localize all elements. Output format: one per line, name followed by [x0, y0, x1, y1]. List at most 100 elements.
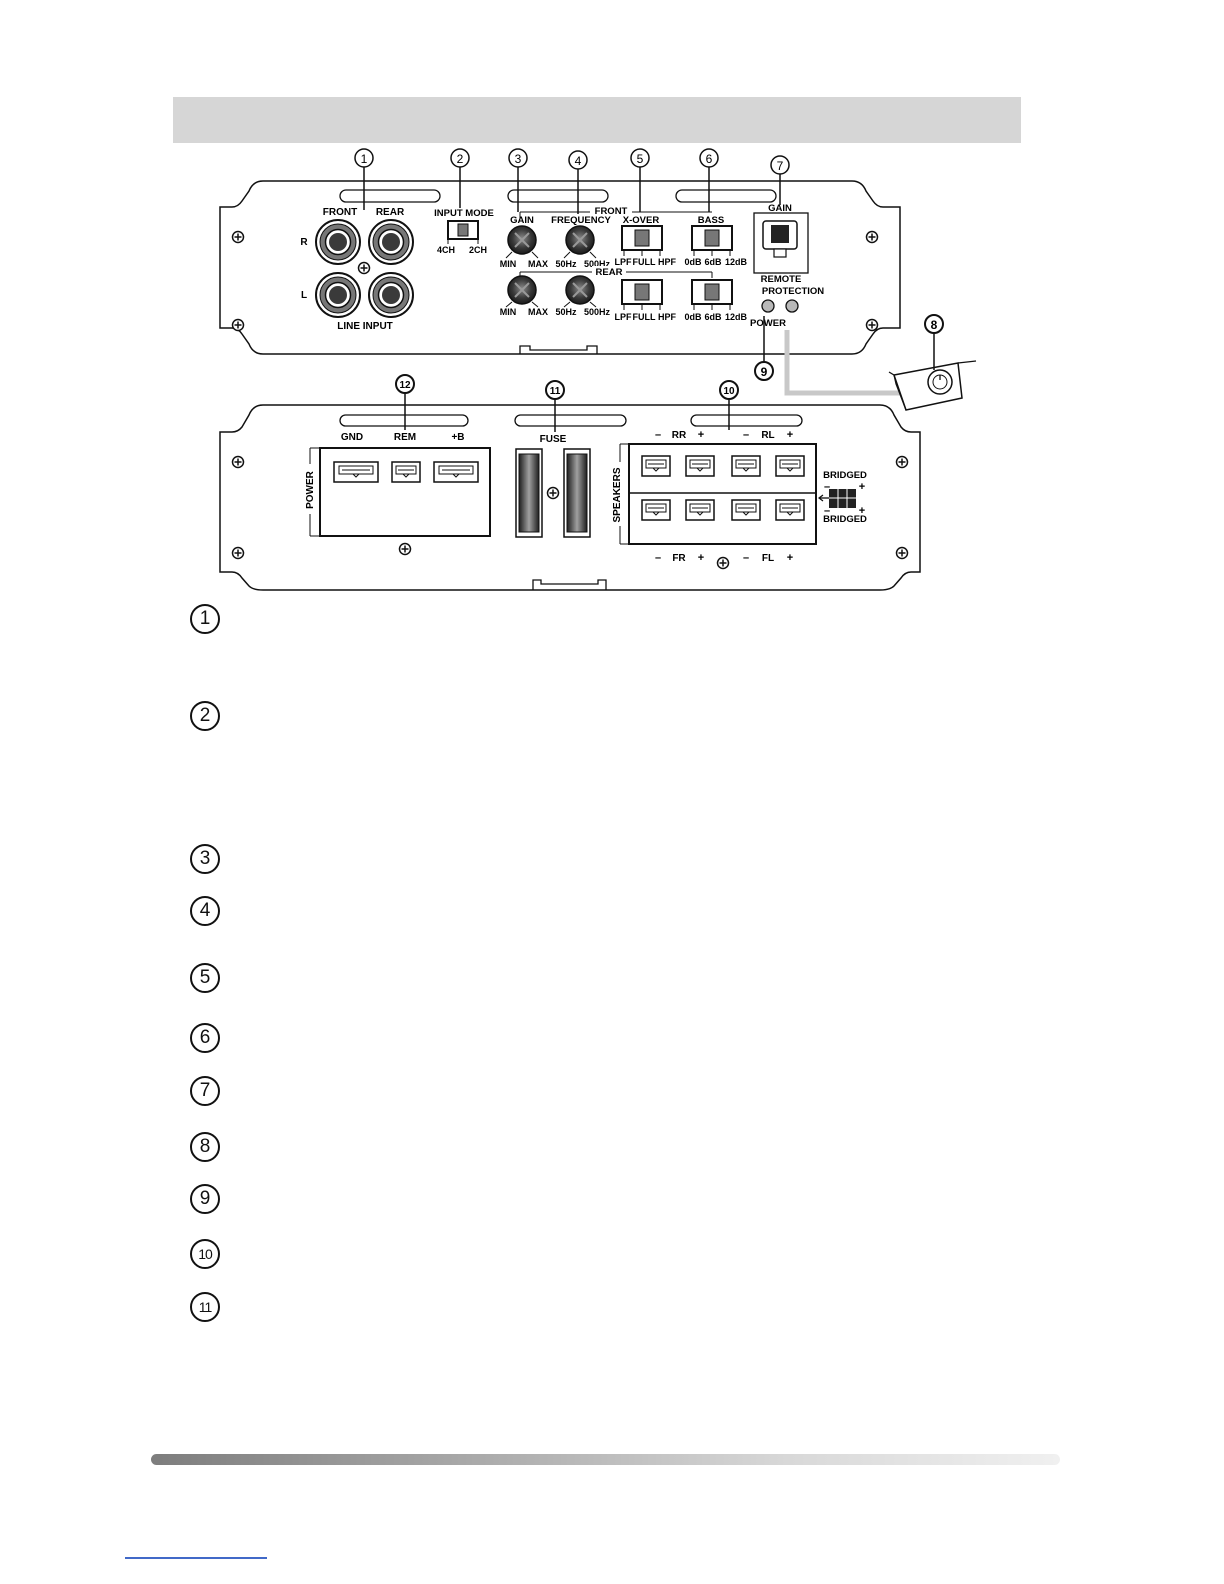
fl-plus-label: +: [787, 552, 793, 564]
rear-freq-low-label: 50Hz: [555, 307, 577, 317]
front-bass-6db-label: 6dB: [704, 257, 722, 267]
front-full-label: FULL: [633, 257, 656, 267]
rear-bass-12db-label: 12dB: [725, 312, 748, 322]
front-input-label: FRONT: [323, 207, 357, 218]
gnd-label: GND: [341, 432, 363, 443]
bottom-panel-notch: [532, 579, 607, 590]
rl-label: RL: [761, 430, 774, 441]
front-lpf-label: LPF: [615, 257, 633, 267]
front-freq-low-label: 50Hz: [555, 259, 577, 269]
bridged-bottom-minus: –: [824, 505, 830, 517]
fl-minus-label: –: [743, 552, 749, 564]
left-channel-label: L: [301, 290, 307, 301]
bridged-top-label: BRIDGED: [823, 470, 867, 481]
svg-text:6: 6: [706, 152, 713, 166]
power-led-label: POWER: [750, 318, 786, 329]
fuse-label: FUSE: [540, 434, 567, 445]
rr-plus-label: +: [698, 429, 704, 441]
callout-11: 11: [545, 380, 565, 400]
list-callout-9: 9: [190, 1184, 220, 1214]
svg-text:1: 1: [361, 152, 368, 166]
rear-full-label: FULL: [633, 312, 656, 322]
callout-4: 4: [568, 150, 588, 170]
mode-2ch-label: 2CH: [469, 245, 487, 255]
protection-led: [785, 299, 799, 313]
callout-9: 9: [754, 361, 774, 381]
xover-label: X-OVER: [623, 215, 660, 226]
bridged-bottom-plus: +: [859, 505, 865, 517]
remote-port-connector[interactable]: [762, 220, 798, 258]
callout-8: 8: [924, 314, 944, 334]
list-callout-4: 4: [190, 896, 220, 926]
callout-12: 12: [395, 374, 415, 394]
fuse-right[interactable]: [563, 448, 591, 538]
callout-7: 7: [770, 155, 790, 175]
top-vent-center: [507, 189, 609, 203]
rear-gain-max-label: MAX: [528, 307, 548, 317]
gain-label: GAIN: [510, 215, 534, 226]
remote-gain-label: GAIN: [768, 203, 792, 214]
input-mode-switch[interactable]: [447, 220, 479, 240]
line-input-label: LINE INPUT: [337, 321, 393, 332]
front-bass-0db-label: 0dB: [684, 257, 702, 267]
svg-text:5: 5: [637, 152, 644, 166]
list-callout-2: 2: [190, 701, 220, 731]
power-led: [761, 299, 775, 313]
protection-label: PROTECTION: [762, 286, 824, 297]
amplifier-diagram: FRONT REAR R L LINE INPUT INPUT MODE 4CH…: [219, 148, 977, 591]
front-hpf-label: HPF: [658, 257, 677, 267]
list-callout-8: 8: [190, 1132, 220, 1162]
bridged-connector-icon: [818, 489, 856, 508]
rear-lpf-label: LPF: [615, 312, 633, 322]
rear-bass-0db-label: 0dB: [684, 312, 702, 322]
fr-label: FR: [672, 553, 686, 564]
callout-1: 1: [354, 148, 374, 168]
front-freq-high-label: 500Hz: [584, 259, 611, 269]
callout-2: 2: [450, 148, 470, 168]
rear-freq-high-label: 500Hz: [584, 307, 611, 317]
top-vent-left: [339, 189, 441, 203]
svg-text:11: 11: [550, 386, 561, 397]
front-bass-12db-label: 12dB: [725, 257, 748, 267]
callout-3: 3: [508, 148, 528, 168]
bass-label: BASS: [698, 215, 724, 226]
mode-4ch-label: 4CH: [437, 245, 455, 255]
list-callout-5: 5: [190, 963, 220, 993]
fr-minus-label: –: [655, 552, 661, 564]
svg-text:10: 10: [723, 386, 735, 397]
bottom-vent-right: [690, 414, 803, 427]
callout-6: 6: [699, 148, 719, 168]
list-callout-11: 11: [190, 1292, 220, 1322]
bridged-top-plus: +: [859, 481, 865, 493]
power-label: POWER: [305, 470, 316, 509]
b-plus-label: +B: [451, 432, 464, 443]
callout-5: 5: [630, 148, 650, 168]
bottom-vent-center: [514, 414, 627, 427]
bottom-vent-left: [339, 414, 469, 427]
rear-gain-min-label: MIN: [500, 307, 517, 317]
speakers-label: SPEAKERS: [612, 467, 623, 522]
list-callout-6: 6: [190, 1023, 220, 1053]
fl-label: FL: [762, 553, 774, 564]
rl-plus-label: +: [787, 429, 793, 441]
svg-text:12: 12: [399, 380, 411, 391]
svg-text:4: 4: [575, 154, 582, 168]
bridged-top-minus: –: [824, 481, 830, 493]
page-link-underline[interactable]: [125, 1557, 267, 1559]
front-gain-min-label: MIN: [500, 259, 517, 269]
rr-minus-label: –: [655, 429, 661, 441]
rl-minus-label: –: [743, 429, 749, 441]
list-callout-3: 3: [190, 844, 220, 874]
top-vent-right: [675, 189, 777, 203]
remote-label: REMOTE: [761, 274, 802, 285]
remote-bass-controller[interactable]: [888, 360, 977, 411]
header-bar: [173, 97, 1021, 143]
input-mode-label: INPUT MODE: [434, 208, 494, 219]
rear-group-label: REAR: [596, 267, 623, 278]
fuse-left[interactable]: [515, 448, 543, 538]
top-panel-notch: [519, 345, 598, 354]
svg-text:2: 2: [457, 152, 464, 166]
rear-input-label: REAR: [376, 207, 405, 218]
callout-10: 10: [719, 380, 739, 400]
